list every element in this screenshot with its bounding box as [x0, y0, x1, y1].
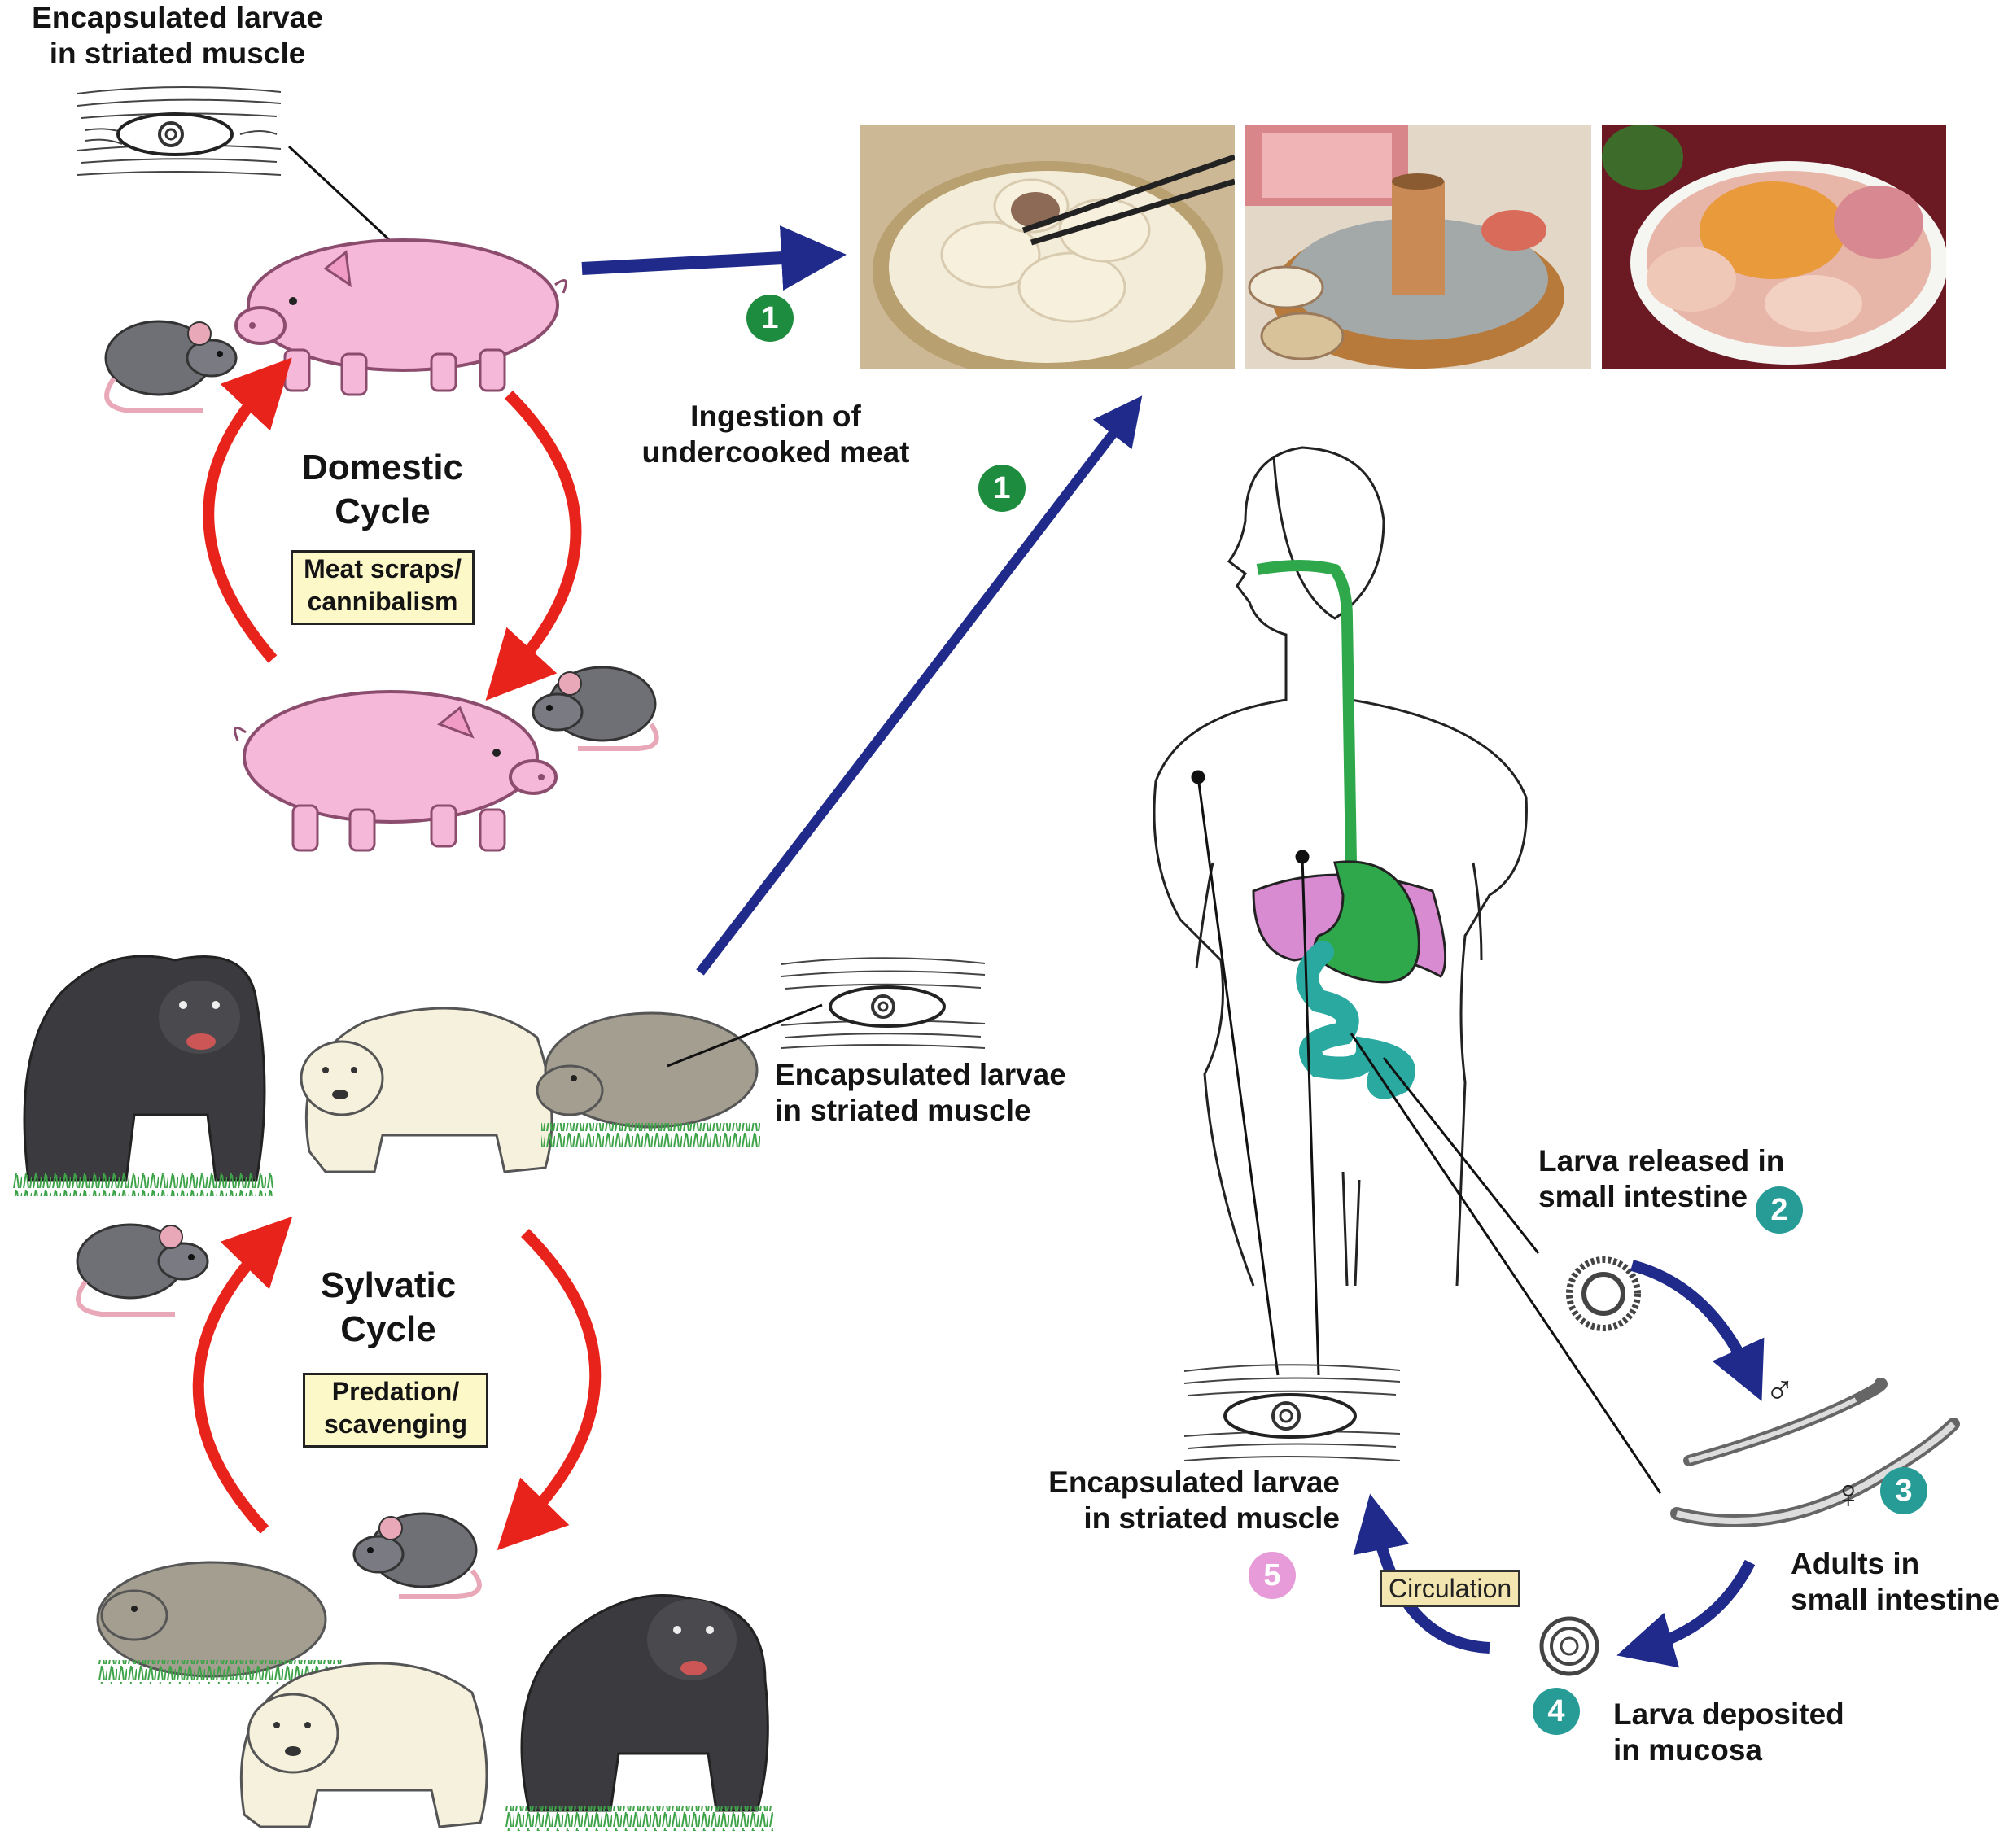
encapsulated-larvae-label-bottom: Encapsulated larvae in striated muscle [1043, 1465, 1340, 1536]
rat-icon [76, 1223, 209, 1317]
pig-icon [234, 238, 567, 396]
label-line: in striated muscle [1083, 1501, 1340, 1535]
female-symbol: ♀ [1833, 1471, 1864, 1517]
sylvatic-cycle-title: Sylvatic Cycle [291, 1264, 486, 1352]
label-line: undercooked meat [641, 435, 910, 469]
flow-arrow [1616, 1559, 1756, 1668]
step-1-badge: 1 [978, 465, 1026, 512]
adults-label: Adults in small intestine [1791, 1546, 2000, 1618]
flow-arrow [1630, 1260, 1765, 1401]
polar-bear-icon [239, 1662, 488, 1828]
step-5-badge: 5 [1249, 1552, 1296, 1599]
predation-box: Predation/ scavenging [303, 1373, 488, 1448]
label-line: in striated muscle [49, 37, 306, 70]
label-line: Ingestion of [690, 400, 861, 433]
box-line: Predation/ [331, 1377, 460, 1406]
title-line: Cycle [335, 491, 431, 531]
step-3-badge: 3 [1880, 1467, 1927, 1514]
label-line: Adults in [1791, 1547, 1920, 1580]
stomach [1313, 860, 1420, 984]
step-2-badge: 2 [1756, 1186, 1803, 1234]
label-line: small intestine [1538, 1180, 1748, 1213]
domestic-cycle-title: Domestic Cycle [285, 446, 480, 534]
title-line: Sylvatic [320, 1265, 457, 1305]
esophagus [1256, 560, 1357, 863]
box-line: cannibalism [307, 587, 458, 616]
pig-icon [234, 690, 558, 852]
flow-arrow [581, 225, 847, 291]
label-line: small intestine [1791, 1583, 2001, 1616]
dumplings-photo [860, 125, 1235, 369]
title-line: Domestic [301, 448, 464, 487]
pointer-lines [1191, 770, 1662, 1494]
cycle-arrow [192, 1216, 293, 1534]
larva-icon [1539, 1616, 1599, 1676]
intestine [1296, 941, 1415, 1099]
muscle-cyst-icon [781, 957, 986, 1049]
larva-icon [1566, 1256, 1641, 1331]
label-line: Encapsulated larvae [1048, 1466, 1340, 1499]
black-bear-icon [12, 955, 273, 1196]
meat-scraps-box: Meat scraps/ cannibalism [291, 550, 475, 625]
hotpot-photo [1245, 125, 1591, 369]
black-bear-icon [505, 1594, 773, 1831]
encapsulated-larvae-label-mid: Encapsulated larvae in striated muscle [775, 1057, 1066, 1129]
wild-boar-icon [536, 1011, 761, 1147]
larva-deposited-label: Larva deposited in mucosa [1613, 1697, 1844, 1768]
male-symbol: ♂ [1765, 1367, 1796, 1413]
label-line: in striated muscle [775, 1094, 1031, 1127]
cycle-arrow [485, 391, 582, 701]
label-line: Larva deposited [1613, 1697, 1844, 1731]
ingestion-label: Ingestion of undercooked meat [633, 399, 918, 470]
flow-arrow [1353, 1493, 1490, 1654]
flow-arrow [696, 395, 1143, 976]
adult-worm-icon [1670, 1378, 1960, 1527]
muscle-cyst-icon [77, 85, 282, 176]
label-line: in mucosa [1613, 1733, 1762, 1767]
box-line: scavenging [323, 1409, 468, 1439]
leader-line [667, 1003, 823, 1068]
title-line: Cycle [340, 1309, 436, 1349]
step-1-badge: 1 [746, 295, 794, 342]
muscle-cyst-icon [1183, 1364, 1401, 1461]
label-line: Encapsulated larvae [775, 1058, 1066, 1091]
rat-icon [104, 320, 238, 413]
label-line: Larva released in [1538, 1144, 1785, 1177]
raw-meat-platter-photo [1602, 125, 1946, 369]
box-line: Meat scraps/ [304, 554, 462, 583]
leader-line [287, 145, 409, 258]
rat-icon [532, 666, 659, 751]
cycle-arrow [497, 1229, 602, 1551]
cycle-arrow [203, 357, 292, 663]
larva-released-label: Larva released in small intestine [1538, 1143, 1784, 1215]
label-line: Encapsulated larvae [32, 1, 323, 34]
wild-boar-icon [96, 1561, 342, 1684]
rat-icon [352, 1512, 482, 1599]
encapsulated-larvae-label-top: Encapsulated larvae in striated muscle [27, 0, 328, 72]
polar-bear-icon [300, 1007, 553, 1173]
step-4-badge: 4 [1533, 1688, 1580, 1735]
circulation-label: Circulation [1380, 1570, 1521, 1607]
